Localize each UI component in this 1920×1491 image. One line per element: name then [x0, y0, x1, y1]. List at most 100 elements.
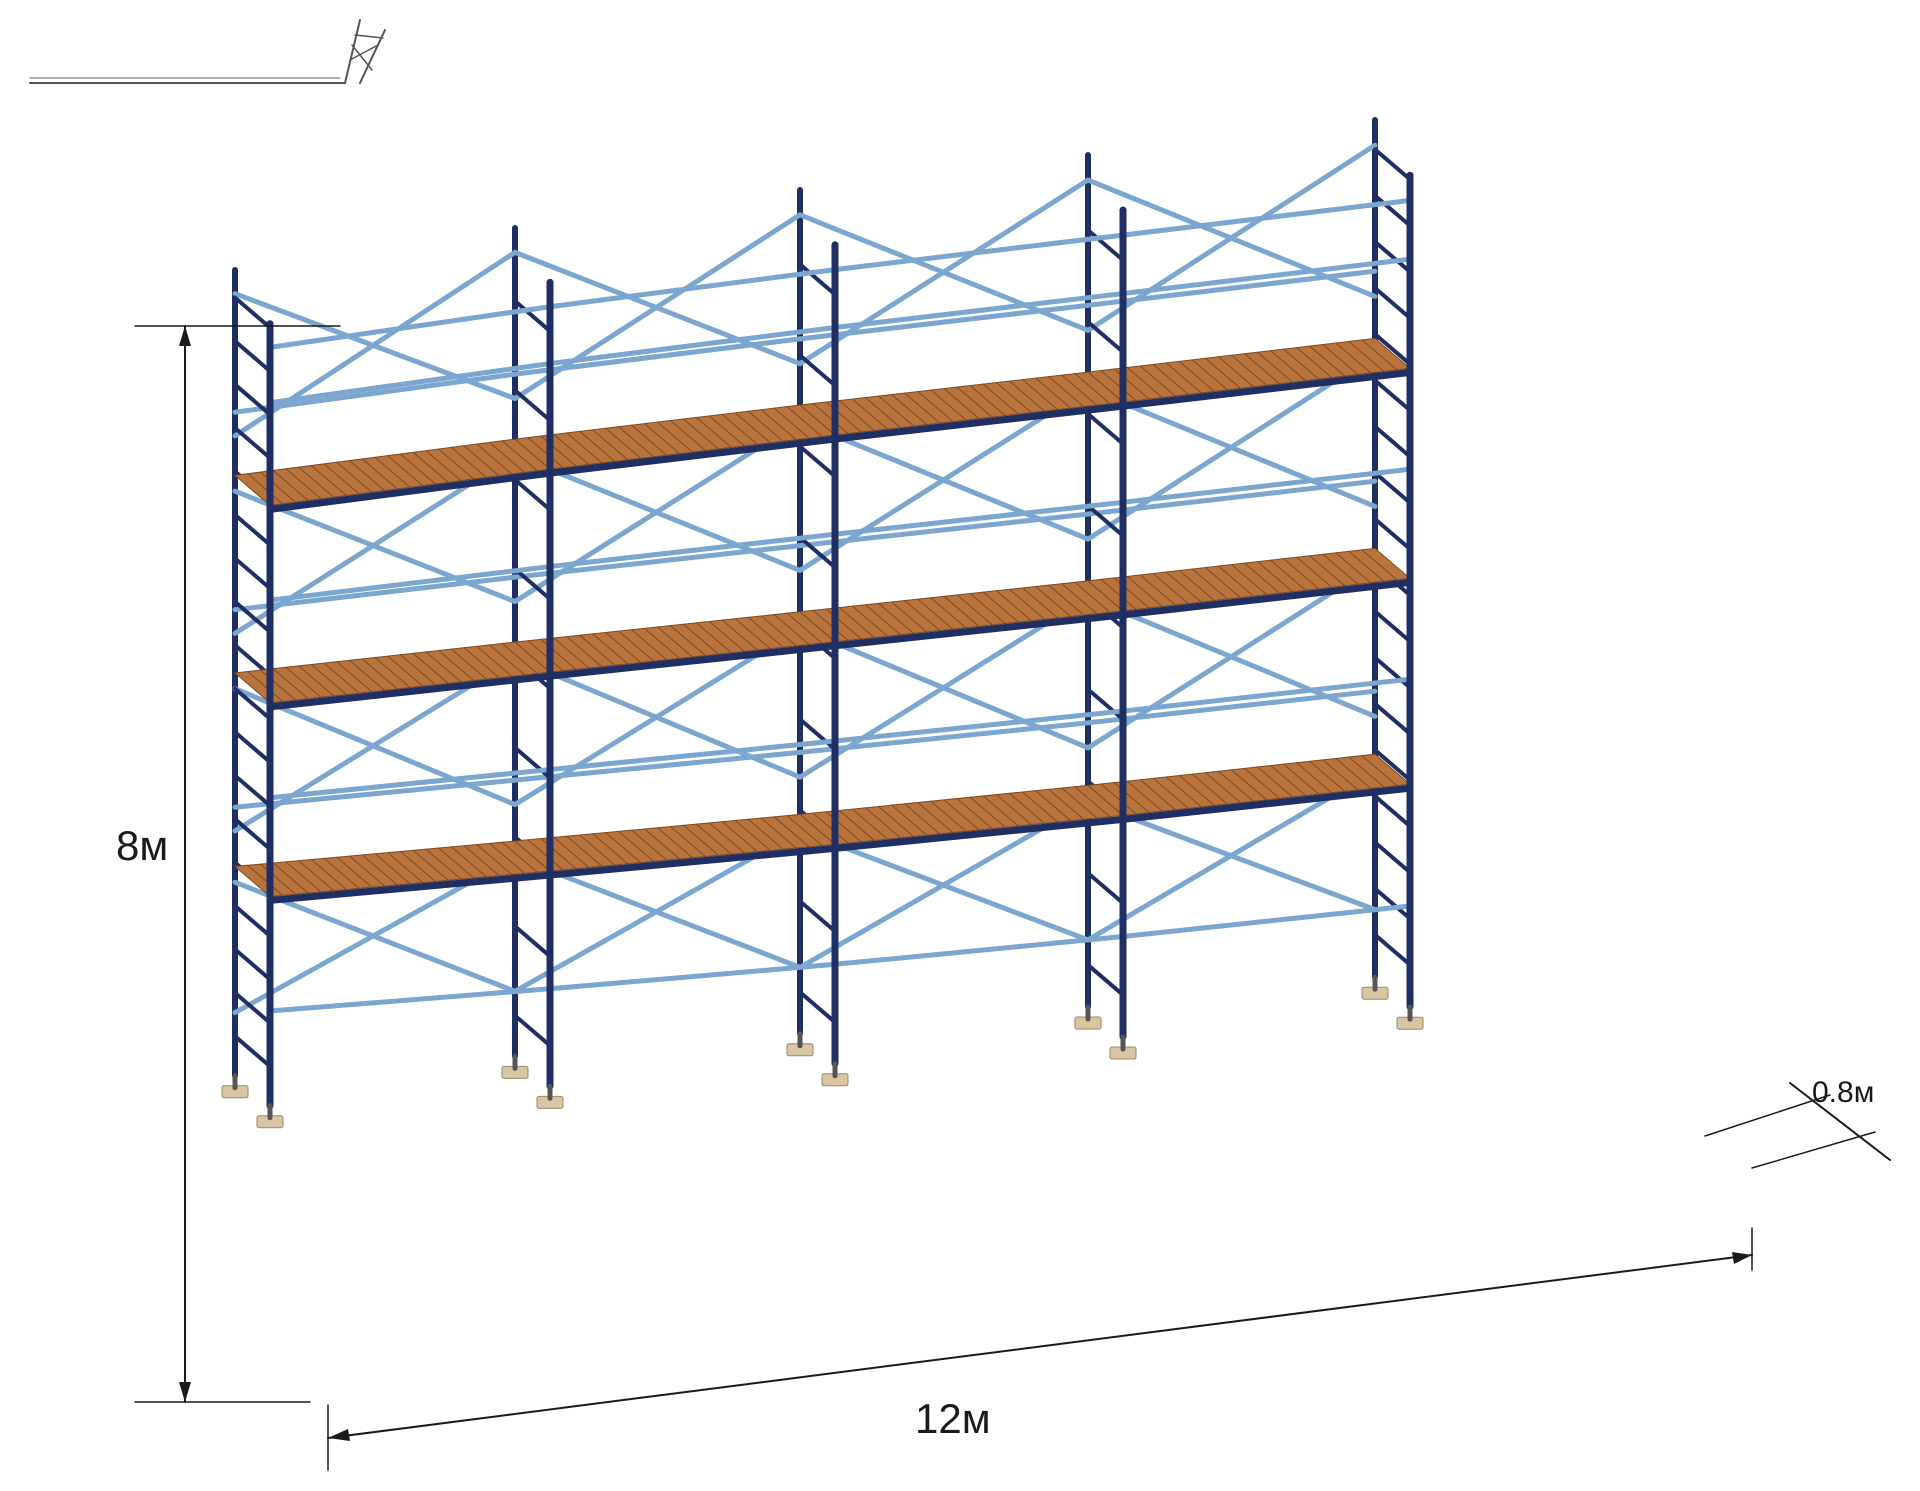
- icon-frame-rung: [354, 34, 384, 39]
- plank-seam: [708, 415, 745, 447]
- plank-seam: [438, 448, 475, 480]
- plank-seam: [917, 391, 954, 423]
- plank-seam: [1309, 555, 1346, 587]
- plank-seam: [1100, 578, 1137, 610]
- plank-seam: [773, 614, 810, 646]
- plank-seam: [438, 847, 475, 879]
- plank-seam: [1074, 373, 1111, 405]
- plank-seam: [476, 645, 513, 677]
- plank-seam: [864, 807, 901, 839]
- plank-seam: [1074, 786, 1111, 818]
- plank-seam: [553, 433, 590, 465]
- plank-seam: [399, 654, 436, 686]
- cross-brace: [797, 212, 1091, 333]
- plank-seam: [995, 382, 1032, 414]
- ladder-rung: [1373, 748, 1412, 782]
- depth-extension-line: [1704, 1094, 1831, 1137]
- plank-seam: [708, 822, 745, 854]
- plank-seam: [1048, 788, 1085, 820]
- ladder-rung: [1373, 286, 1412, 320]
- plank-seam: [1322, 344, 1359, 376]
- ladder-rung: [1373, 470, 1412, 505]
- plank-seam: [682, 824, 719, 856]
- plank-seam: [1217, 356, 1254, 388]
- plank-seam: [579, 430, 616, 462]
- plank-seam: [579, 634, 616, 666]
- plank-seam: [1178, 360, 1215, 392]
- plank-seam: [1335, 552, 1372, 584]
- plank-seam: [285, 666, 322, 698]
- plank-seam: [917, 802, 954, 834]
- frame-rung: [513, 924, 552, 959]
- plank-seam: [930, 389, 967, 421]
- ladder-rung: [233, 1034, 272, 1069]
- icon-frame-post: [344, 19, 361, 84]
- frame-rung: [1086, 687, 1125, 722]
- cross-brace: [797, 419, 1091, 542]
- plank-seam: [891, 394, 928, 426]
- front-guard-rail: [547, 961, 838, 992]
- plank-seam: [501, 643, 538, 675]
- plank-seam: [1231, 354, 1267, 386]
- plank-seam: [682, 418, 719, 450]
- plank-seam: [412, 451, 449, 483]
- deck-beam: [546, 642, 839, 680]
- plank-seam: [786, 815, 823, 847]
- plank-seam: [631, 424, 668, 456]
- deck-beam: [831, 611, 1127, 650]
- front-guard-rail: [832, 232, 1126, 273]
- ladder-rung: [1373, 378, 1412, 413]
- plank-seam: [527, 437, 564, 469]
- plank-seam: [1061, 583, 1098, 615]
- plank-seam: [450, 446, 487, 478]
- plank-seam: [425, 450, 462, 482]
- plank-seam: [773, 407, 810, 439]
- frame-rung: [798, 717, 837, 752]
- frame-rung: [798, 535, 837, 570]
- plank-seam: [838, 607, 875, 639]
- plank-seam: [708, 620, 745, 652]
- plank-seam: [851, 398, 888, 430]
- frame-rung: [513, 745, 552, 780]
- plank-seam: [501, 440, 538, 472]
- plank-seam: [1296, 762, 1333, 794]
- plank-seam: [956, 594, 993, 626]
- plank-seam: [943, 595, 980, 627]
- plank-seam: [553, 836, 590, 868]
- frame-rung: [798, 899, 837, 934]
- plank-seam: [904, 803, 941, 835]
- plank-seam: [1204, 567, 1241, 599]
- plank-seam: [1126, 780, 1163, 812]
- plank-seam: [1322, 759, 1359, 791]
- plank-seam: [1270, 765, 1307, 797]
- front-guard-rail: [267, 361, 553, 406]
- plank-seam: [1022, 791, 1059, 823]
- plank-seam: [1244, 562, 1281, 594]
- plank-seam: [361, 458, 398, 490]
- plank-seam: [1348, 340, 1385, 372]
- plank-seam: [1035, 790, 1072, 822]
- frame-rung: [1086, 871, 1125, 906]
- plank-seam: [1296, 556, 1333, 588]
- plank-seam: [1165, 776, 1202, 808]
- plank-seam: [463, 445, 500, 477]
- plank-seam: [1074, 581, 1111, 613]
- front-guard-rail: [832, 291, 1126, 331]
- plank-seam: [412, 849, 449, 881]
- plank-seam: [412, 652, 449, 684]
- ladder-rung: [1373, 239, 1412, 274]
- ladder-rung: [233, 947, 272, 982]
- cross-brace: [232, 291, 518, 402]
- ladder-rung: [233, 817, 272, 852]
- plank-seam: [527, 640, 564, 672]
- plank-seam: [399, 453, 436, 485]
- plank-seam: [669, 625, 706, 657]
- plank-seam: [982, 591, 1019, 623]
- plank-seam: [1191, 359, 1228, 391]
- plank-seam: [1152, 777, 1189, 809]
- height-dimension-label: 8м: [116, 822, 169, 869]
- plank-seam: [721, 619, 758, 651]
- depth-dimension-line: [1789, 1082, 1891, 1161]
- front-guard-rail: [1120, 903, 1413, 939]
- plank-seam: [1309, 345, 1346, 377]
